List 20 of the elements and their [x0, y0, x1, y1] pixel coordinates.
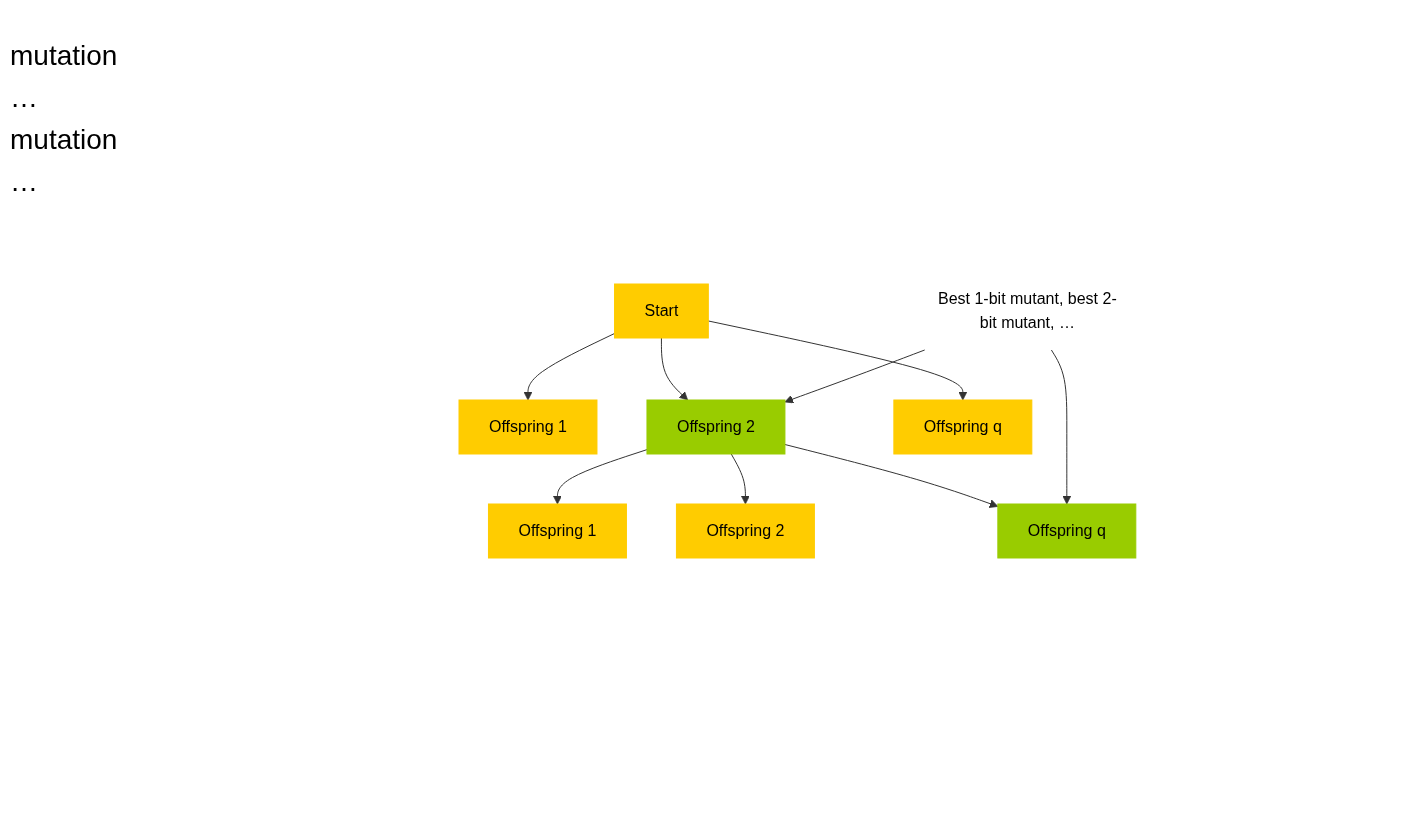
arrow: [1051, 349, 1072, 505]
node-text: Best 1-bit mutant, best 2-bit mutant, …: [938, 290, 1118, 331]
arrow: [708, 320, 968, 401]
node-box: Offspring 2: [676, 503, 816, 559]
note-text: …: [10, 82, 39, 114]
node-box: Offspring 1: [458, 399, 598, 455]
arrow: [523, 333, 616, 401]
node-box: Offspring 2: [646, 399, 786, 455]
arrow: [731, 453, 751, 505]
node-box: Offspring q: [997, 503, 1137, 559]
arrow: [661, 337, 689, 401]
note-text: …: [10, 166, 39, 198]
arrow: [784, 349, 926, 404]
node-box: Offspring q: [893, 399, 1033, 455]
note-text: mutation: [10, 40, 119, 72]
arrow: [784, 444, 999, 508]
arrow: [553, 449, 648, 505]
node-box: Start: [614, 283, 710, 339]
node-box: Offspring 1: [488, 503, 628, 559]
note-text: mutation: [10, 124, 119, 156]
